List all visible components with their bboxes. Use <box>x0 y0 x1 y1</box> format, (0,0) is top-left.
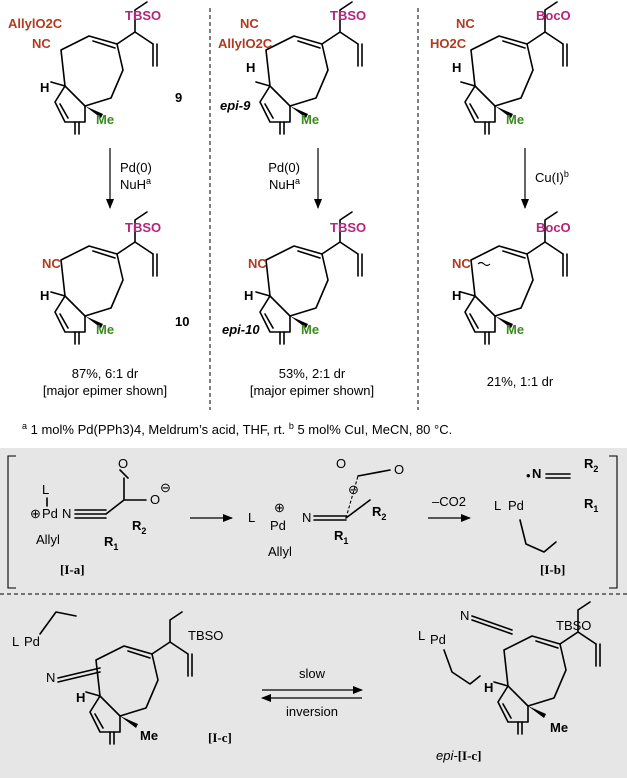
transition-state: L ⊕ Pd N Allyl O O ⊖ R2 R1 <box>248 456 404 559</box>
svg-text:N: N <box>460 608 469 623</box>
reagent-pd: Pd(0) <box>120 160 152 175</box>
boc-ether-label: BocO <box>536 220 571 235</box>
silyl-ether-label: TBSO <box>330 8 366 23</box>
hydrogen-label: H <box>40 80 49 95</box>
hydrogen-label: H <box>76 690 85 705</box>
inversion-label: inversion <box>286 704 338 719</box>
svg-text:Pd: Pd <box>42 506 58 521</box>
svg-text:L: L <box>248 510 255 525</box>
svg-text:O: O <box>394 462 404 477</box>
svg-text:L: L <box>12 634 19 649</box>
right-bracket <box>609 455 618 589</box>
methyl-label: Me <box>550 720 568 735</box>
compound-epi-9: AllylO2C NC TBSO Me H epi-9 <box>218 1 366 135</box>
mechanism-panel <box>0 448 627 778</box>
yield-text: 21%, 1:1 dr <box>487 374 554 389</box>
reagent-nuh: NuHa <box>120 176 151 192</box>
methyl-label: Me <box>301 322 319 337</box>
hydrogen-label: H <box>452 288 461 303</box>
footnote: a 1 mol% Pd(PPh3)4, Meldrum’s acid, THF,… <box>22 421 452 437</box>
svg-text:Pd: Pd <box>430 632 446 647</box>
co2-loss: –CO2 <box>432 494 466 509</box>
svg-text:O: O <box>150 492 160 507</box>
hydrogen-label: H <box>452 60 461 75</box>
silyl-ether-label: TBSO <box>125 8 161 23</box>
methyl-label: Me <box>301 112 319 127</box>
svg-text:⊕: ⊕ <box>274 500 285 515</box>
methyl-label: Me <box>96 112 114 127</box>
compound-9: AllylO2C NC TBSO Me H 9 <box>8 1 182 135</box>
svg-text:•: • <box>526 468 531 483</box>
methyl-label: Me <box>140 728 158 743</box>
svg-text:Allyl: Allyl <box>268 544 292 559</box>
svg-text:⊖: ⊖ <box>348 482 359 497</box>
silyl-ether-label: TBSO <box>330 220 366 235</box>
compound-number: epi-10 <box>222 322 260 337</box>
label-I-b: [I-b] <box>540 562 565 577</box>
label-I-c: [I-c] <box>208 730 232 745</box>
svg-text:L: L <box>494 498 501 513</box>
silyl-ether-label: TBSO <box>556 618 591 633</box>
compound-number: 10 <box>175 314 189 329</box>
svg-text:Pd: Pd <box>24 634 40 649</box>
epimer-note: [major epimer shown] <box>43 383 167 398</box>
intermediate-I-c: L Pd N TBSO Me H [I-c] <box>12 611 232 745</box>
boc-ether-label: BocO <box>536 8 571 23</box>
compound-number: 9 <box>175 90 182 105</box>
compound-acid: HO2C NC BocO Me H <box>430 1 571 135</box>
svg-text:L: L <box>42 482 49 497</box>
ester-group-label: AllylO2C <box>8 16 63 31</box>
methyl-label: Me <box>96 322 114 337</box>
label-epi-I-c: epi-[I-c] <box>436 748 482 763</box>
nitrile-label: NC <box>42 256 61 271</box>
svg-text:Pd: Pd <box>508 498 524 513</box>
compound-epi-10: NC TBSO Me H epi-10 <box>222 211 366 345</box>
intermediate-I-a: L ⊕ Pd N Allyl O O ⊖ R2 R1 [I-a] <box>30 456 171 577</box>
nitrile-label: NC <box>452 256 471 271</box>
nitrile-label: NC <box>248 256 267 271</box>
nitrile-label: NC <box>32 36 51 51</box>
reagent-cu: Cu(I)b <box>535 169 569 185</box>
compound-number: epi-9 <box>220 98 251 113</box>
svg-text:L: L <box>418 628 425 643</box>
silyl-ether-label: TBSO <box>188 628 223 643</box>
yield-text: 87%, 6:1 dr <box>72 366 139 381</box>
svg-text:N: N <box>532 466 541 481</box>
nitrile-label: NC <box>240 16 259 31</box>
acid-group-label: HO2C <box>430 36 467 51</box>
compound-10: NC TBSO Me H 10 <box>40 211 189 345</box>
svg-text:⊕: ⊕ <box>30 506 41 521</box>
label-I-a: [I-a] <box>60 562 85 577</box>
svg-text:O: O <box>336 456 346 471</box>
hydrogen-label: H <box>484 680 493 695</box>
reagent-nuh: NuHa <box>269 176 300 192</box>
yield-text: 53%, 2:1 dr <box>279 366 346 381</box>
svg-text:N: N <box>302 510 311 525</box>
silyl-ether-label: TBSO <box>125 220 161 235</box>
wavy-bond <box>477 261 491 267</box>
hydrogen-label: H <box>246 60 255 75</box>
ester-group-label: AllylO2C <box>218 36 273 51</box>
left-bracket <box>7 455 16 589</box>
intermediate-epi-I-c: L Pd N TBSO Me H epi-[I-c] <box>418 601 601 763</box>
compound-decarboxylated: NC BocO Me H <box>452 211 571 345</box>
slow-label: slow <box>299 666 326 681</box>
svg-text:O: O <box>118 456 128 471</box>
svg-text:⊖: ⊖ <box>160 480 171 495</box>
methyl-label: Me <box>506 112 524 127</box>
hydrogen-label: H <box>244 288 253 303</box>
reagent-pd: Pd(0) <box>268 160 300 175</box>
svg-text:Allyl: Allyl <box>36 532 60 547</box>
methyl-label: Me <box>506 322 524 337</box>
hydrogen-label: H <box>40 288 49 303</box>
nitrile-label: NC <box>456 16 475 31</box>
epimer-note: [major epimer shown] <box>250 383 374 398</box>
svg-text:N: N <box>62 506 71 521</box>
svg-text:Pd: Pd <box>270 518 286 533</box>
svg-text:N: N <box>46 670 55 685</box>
